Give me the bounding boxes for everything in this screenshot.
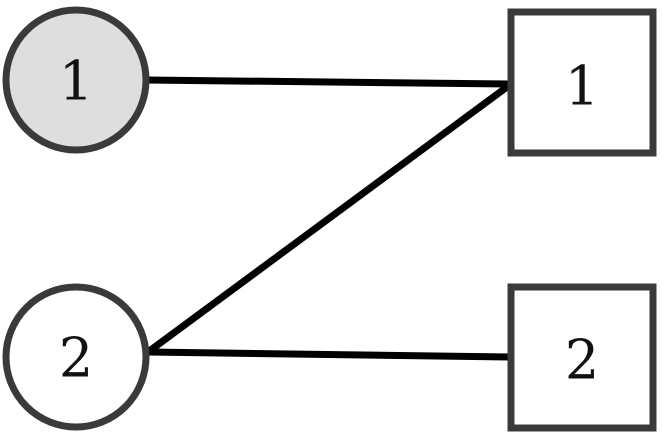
square-node-1: 1 bbox=[507, 8, 657, 157]
square-node-2-shape bbox=[507, 283, 657, 432]
circle-node-1-label: 1 bbox=[59, 50, 93, 113]
circle-node-1: 1 bbox=[2, 6, 150, 154]
circle-node-2: 2 bbox=[2, 283, 150, 431]
circle-node-2-label: 2 bbox=[59, 327, 93, 390]
square-node-1-label: 1 bbox=[565, 55, 599, 118]
square-node-1-shape bbox=[507, 8, 657, 157]
edge-circle-2-square-2 bbox=[144, 348, 515, 361]
circle-node-1-shape bbox=[2, 6, 150, 154]
edge-circle-1-square-1 bbox=[142, 76, 515, 88]
square-node-2-label: 2 bbox=[565, 329, 599, 392]
edges bbox=[142, 76, 515, 361]
square-node-2: 2 bbox=[507, 283, 657, 432]
circle-node-2-shape bbox=[2, 283, 150, 431]
edge-circle-2-square-1 bbox=[144, 80, 515, 356]
